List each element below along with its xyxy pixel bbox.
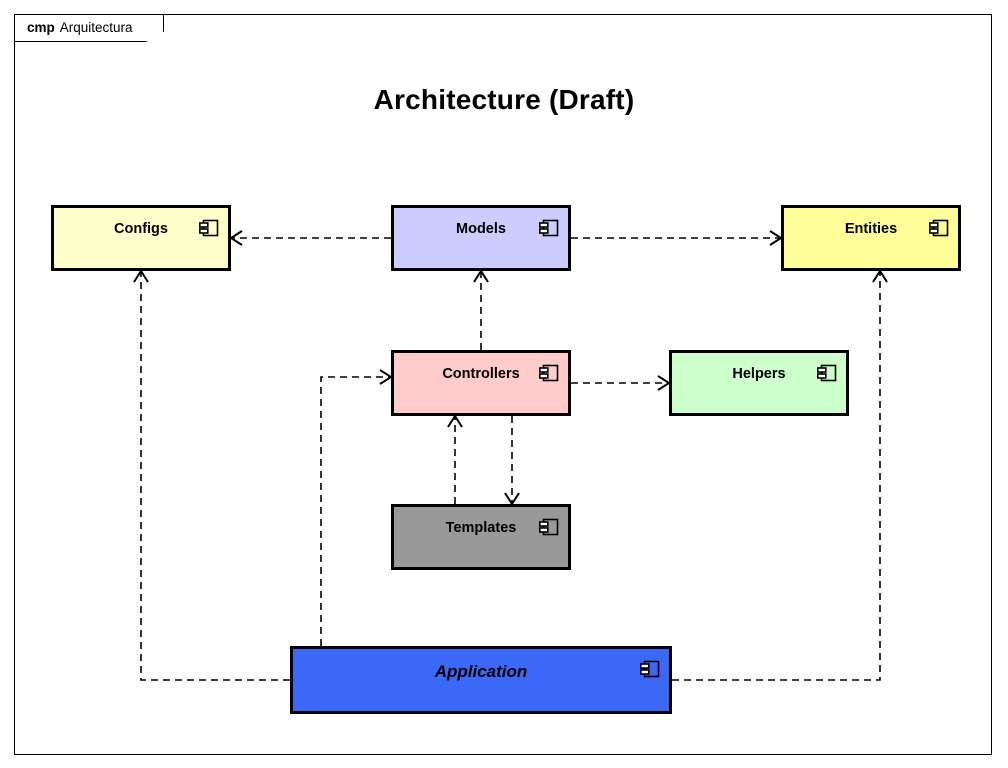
frame-name-label: Arquitectura <box>59 20 133 36</box>
application-to-controllers-line <box>320 376 391 646</box>
templates-to-controllers-arrowhead <box>447 414 463 428</box>
application-to-entities-arrowhead <box>872 269 888 283</box>
component-label: Application <box>434 662 528 681</box>
diagram-frame <box>14 14 992 755</box>
component-entities[interactable]: Entities <box>781 205 961 271</box>
frame-kind-label: cmp <box>27 20 55 36</box>
component-icon <box>539 219 559 237</box>
frame-name-tab: cmp Arquitectura <box>14 14 164 42</box>
component-configs[interactable]: Configs <box>51 205 231 271</box>
component-application[interactable]: Application <box>290 646 672 714</box>
application-to-configs-line <box>140 271 290 681</box>
diagram-title: Architecture (Draft) <box>373 84 635 115</box>
models-to-configs-arrowhead <box>229 230 243 246</box>
component-icon <box>199 219 219 237</box>
application-to-entities-line <box>672 271 881 681</box>
component-helpers[interactable]: Helpers <box>669 350 849 416</box>
component-icon <box>817 364 837 382</box>
component-controllers[interactable]: Controllers <box>391 350 571 416</box>
component-models[interactable]: Models <box>391 205 571 271</box>
component-icon <box>539 518 559 536</box>
component-icon <box>539 364 559 382</box>
component-icon <box>929 219 949 237</box>
component-templates[interactable]: Templates <box>391 504 571 570</box>
application-to-configs-arrowhead <box>133 269 149 283</box>
controllers-to-models-arrowhead <box>473 269 489 283</box>
component-icon <box>640 660 660 678</box>
